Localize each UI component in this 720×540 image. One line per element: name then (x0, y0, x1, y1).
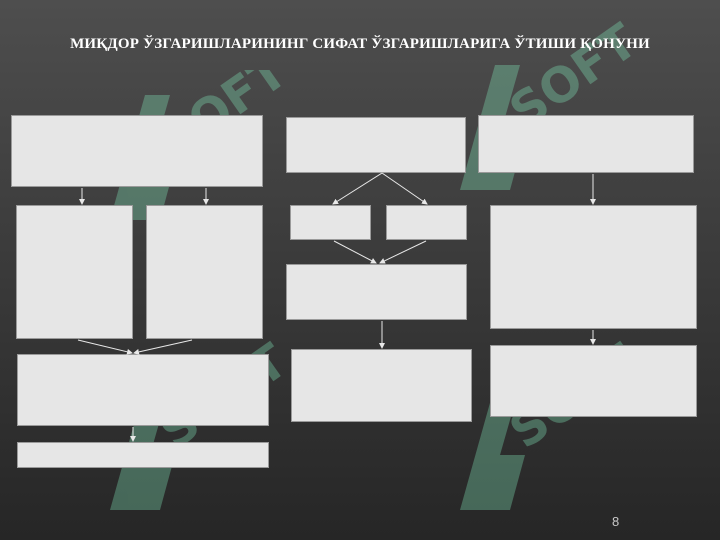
diagram-box (386, 205, 467, 240)
arrow (332, 172, 383, 205)
diagram-box (290, 205, 371, 240)
diagram-box (490, 345, 697, 417)
arrow (379, 240, 427, 264)
diagram-box (291, 349, 472, 422)
diagram-box (17, 442, 269, 468)
diagram-box (17, 354, 269, 426)
arrow (381, 172, 428, 205)
diagram-box (478, 115, 694, 173)
diagram-box (286, 264, 467, 320)
diagram-box (286, 117, 466, 173)
arrow (333, 240, 377, 264)
diagram-box (11, 115, 263, 187)
arrow (133, 339, 193, 355)
page-number: 8 (612, 514, 620, 529)
diagram-box (146, 205, 263, 339)
arrow (77, 339, 133, 355)
diagram-box (16, 205, 133, 339)
diagram-box (490, 205, 697, 329)
slide-title: МИҚДОР ЎЗГАРИШЛАРИНИНГ СИФАТ ЎЗГАРИШЛАРИ… (70, 36, 650, 52)
